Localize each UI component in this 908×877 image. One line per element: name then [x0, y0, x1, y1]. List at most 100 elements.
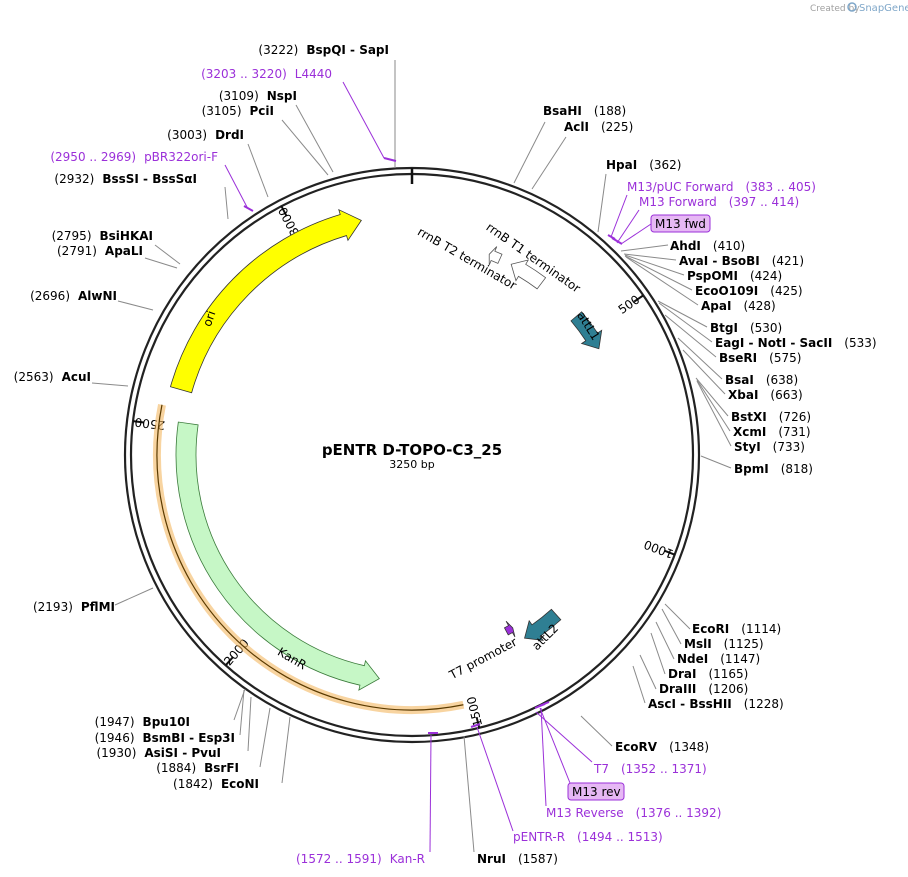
site-leader-line	[154, 244, 181, 265]
site-leader-line	[247, 696, 252, 752]
primer-label[interactable]: M13 Forward(397 .. 414)	[639, 195, 799, 209]
site-label[interactable]: AvaI - BsoBI(421)	[679, 254, 804, 268]
site-label[interactable]: (3105)PciI	[202, 104, 274, 118]
site-label[interactable]: (3222)BspQI - SapI	[258, 43, 389, 57]
m13-rev-box[interactable]	[567, 782, 625, 801]
feature-kanr[interactable]	[175, 421, 380, 691]
site-label[interactable]: (1842)EcoNI	[173, 777, 259, 791]
site-label[interactable]: XcmI(731)	[733, 425, 811, 439]
primer-site-mark	[243, 205, 254, 212]
site-leader-line	[247, 143, 269, 198]
site-label[interactable]: (3109)NspI	[219, 89, 297, 103]
site-label[interactable]: NdeI(1147)	[677, 652, 760, 666]
site-label[interactable]: DraI(1165)	[668, 667, 748, 681]
primer-label[interactable]: M13/pUC Forward(383 .. 405)	[627, 180, 816, 194]
site-label[interactable]: XbaI(663)	[728, 388, 803, 402]
site-leader-line	[239, 689, 245, 736]
site-label[interactable]: (1947)Bpu10I	[95, 715, 190, 729]
primer-leader-line	[224, 164, 248, 208]
site-leader-line	[295, 104, 334, 173]
site-label[interactable]: (2795)BsiHKAI	[52, 229, 153, 243]
site-label[interactable]: StyI(733)	[734, 440, 805, 454]
site-label[interactable]: PspOMI(424)	[687, 269, 782, 283]
site-label[interactable]: EagI - NotI - SacII(533)	[715, 336, 877, 350]
site-label[interactable]: BseRI(575)	[719, 351, 801, 365]
site-leader-line	[117, 300, 154, 311]
site-leader-line	[624, 255, 693, 291]
m13-fwd-label: M13 fwd	[655, 217, 706, 231]
site-label[interactable]: MslI(1125)	[684, 637, 764, 651]
site-label[interactable]: AscI - BssHII(1228)	[648, 697, 784, 711]
feature-ori[interactable]	[169, 208, 362, 394]
primer-label[interactable]: T7(1352 .. 1371)	[593, 762, 707, 776]
feature-label: ori	[200, 309, 218, 328]
site-label[interactable]: (1930)AsiSI - PvuI	[96, 746, 221, 760]
site-leader-line	[624, 254, 685, 276]
tick-mark	[475, 716, 481, 729]
site-leader-line	[658, 302, 713, 343]
primer-site-mark	[470, 723, 481, 728]
primer-labels: (3203 .. 3220)L4440 (2950 .. 2969)pBR322…	[50, 67, 816, 866]
site-label[interactable]: NruI(1587)	[477, 852, 558, 866]
primer-label[interactable]: (2950 .. 2969)pBR322ori-F	[50, 150, 218, 164]
site-label[interactable]: DraIII(1206)	[659, 682, 748, 696]
site-label[interactable]: (2193)PflMI	[33, 600, 115, 614]
tick-mark	[224, 656, 234, 666]
tick-label: 1500	[464, 695, 485, 728]
primer-leader-line	[616, 209, 640, 244]
site-label[interactable]: BpmI(818)	[734, 462, 813, 476]
site-leader-line	[700, 455, 732, 469]
site-leader-line	[655, 621, 675, 660]
site-label[interactable]: AhdI(410)	[670, 239, 745, 253]
site-label[interactable]: (1946)BsmBI - Esp3I	[95, 731, 235, 745]
site-leader-line	[463, 735, 475, 853]
primer-leader-line	[620, 223, 652, 245]
snapgene-logo-icon	[847, 2, 857, 12]
site-leader-line	[144, 257, 178, 269]
feature-attl2[interactable]	[524, 608, 562, 641]
site-label[interactable]: (2696)AlwNI	[30, 289, 117, 303]
feature-rrnb-t2-terminator[interactable]	[488, 246, 503, 266]
site-label[interactable]: BsaI(638)	[725, 373, 798, 387]
credit-prefix: Created by	[810, 4, 860, 14]
site-leader-line	[661, 608, 682, 645]
site-label[interactable]: (2791)ApaLI	[57, 244, 143, 258]
feature-rrnb-t1-terminator[interactable]	[510, 259, 547, 290]
m13-fwd-box[interactable]	[650, 214, 711, 233]
tick-mark	[280, 205, 288, 217]
site-leader-line	[682, 349, 726, 395]
site-label[interactable]: BtgI(530)	[710, 321, 782, 335]
site-label[interactable]: BstXI(726)	[731, 410, 811, 424]
site-leader-line	[224, 186, 229, 220]
site-label[interactable]: EcoRV(1348)	[615, 740, 709, 754]
site-leader-line	[259, 707, 271, 768]
site-label[interactable]: BsaHI(188)	[543, 104, 626, 118]
primer-leader-line	[476, 726, 514, 832]
feature-label: T7 promoter	[446, 635, 519, 683]
site-label[interactable]: EcoO109I(425)	[695, 284, 803, 298]
primer-label[interactable]: M13 Reverse(1376 .. 1392)	[546, 806, 721, 820]
primer-site-mark	[383, 157, 397, 162]
site-label[interactable]: (2563)AcuI	[14, 370, 91, 384]
site-label[interactable]: ApaI(428)	[701, 299, 776, 313]
site-label[interactable]: EcoRI(1114)	[692, 622, 781, 636]
site-label[interactable]: AclI(225)	[564, 120, 633, 134]
feature-attl1[interactable]	[570, 311, 603, 350]
primer-leader-line	[539, 707, 571, 784]
primer-label[interactable]: pENTR-R(1494 .. 1513)	[513, 830, 663, 844]
site-leader-line	[281, 716, 291, 784]
site-leader-line	[677, 337, 723, 380]
tick-label: 500	[616, 292, 643, 317]
tick-label: 1000	[642, 537, 676, 561]
site-label[interactable]: (1884)BsrFI	[156, 761, 239, 775]
site-leader-line	[114, 587, 154, 606]
site-leader-line	[625, 256, 699, 306]
feature-t7-promoter[interactable]	[503, 620, 516, 638]
site-label[interactable]: (3003)DrdI	[167, 128, 244, 142]
plasmid-name: pENTR D-TOPO-C3_25	[322, 441, 502, 459]
primer-label[interactable]: (3203 .. 3220)L4440	[201, 67, 332, 81]
primer-label[interactable]: (1572 .. 1591)Kan-R	[296, 852, 425, 866]
site-label[interactable]: HpaI(362)	[606, 158, 681, 172]
site-label[interactable]: (2932)BssSI - BssSαI	[54, 172, 197, 186]
